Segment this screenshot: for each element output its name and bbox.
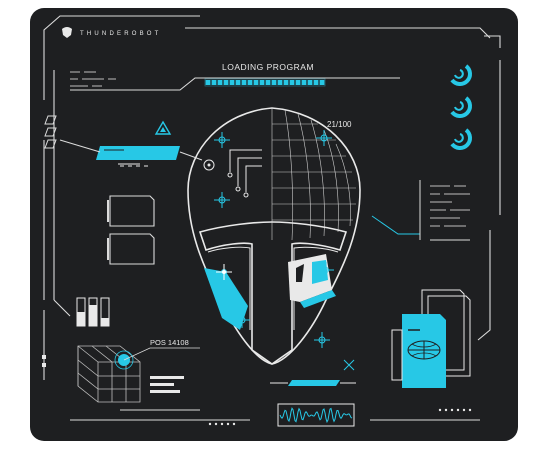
head-grid (271, 108, 356, 241)
progress-segment (307, 80, 313, 85)
loading-label: LOADING PROGRAM (222, 62, 314, 72)
loading-progress-bar (204, 78, 326, 87)
bottom-cyan-bar (288, 380, 340, 386)
tiny-text-block-right (430, 185, 470, 227)
stacked-cards (391, 289, 471, 388)
ring-gauges (450, 64, 472, 150)
cheek-panel-left (204, 268, 248, 330)
bar-meters (76, 297, 110, 327)
pos-label: POS 14108 (150, 338, 189, 347)
progress-segment (253, 80, 259, 85)
dot-row-right (438, 408, 472, 412)
progress-segment (283, 80, 289, 85)
progress-segment (259, 80, 265, 85)
warning-triangle-icon (154, 120, 172, 135)
list-lines (150, 376, 184, 393)
robot-head-icon (62, 27, 72, 38)
progress-segment (271, 80, 277, 85)
progress-segment (277, 80, 283, 85)
progress-segment (229, 80, 235, 85)
waveform-panel (277, 403, 355, 427)
bracket-ticks (42, 355, 46, 367)
hud-frame (43, 15, 501, 421)
brand-name: THUNDEROBOT (80, 31, 162, 37)
dot-row-left (208, 422, 236, 426)
progress-segment (313, 80, 319, 85)
circuit-traces (227, 149, 262, 198)
robot-head (187, 107, 361, 371)
progress-segment (289, 80, 295, 85)
progress-segment (319, 80, 325, 85)
progress-segment (235, 80, 241, 85)
cyan-slanted-panel (59, 139, 215, 171)
pad-surface (30, 8, 518, 441)
crosshair-markers (214, 130, 334, 348)
progress-segment (241, 80, 247, 85)
tiny-text-block-left (70, 71, 116, 87)
outline-boxes (107, 195, 155, 265)
slanted-tabs (44, 115, 57, 149)
loading-counter: 21/100 (327, 120, 352, 129)
progress-segment (205, 80, 211, 85)
progress-segment (301, 80, 307, 85)
progress-segment (265, 80, 271, 85)
progress-segment (211, 80, 217, 85)
progress-segment (247, 80, 253, 85)
progress-segment (217, 80, 223, 85)
progress-segment (295, 80, 301, 85)
progress-segment (223, 80, 229, 85)
brand-logo: THUNDEROBOT (62, 27, 162, 38)
